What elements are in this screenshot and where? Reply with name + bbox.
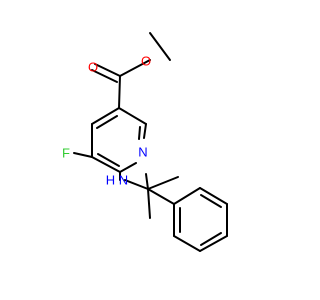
bond-carbonyl-double-a [94,63,121,77]
ring-bond-c6-n1 [119,162,137,173]
bond-cq-methyl-right [147,176,179,190]
atom-label-f: F [62,146,70,161]
atom-label-o-carbonyl: O [88,60,98,75]
ring-bond-n1-c2-inner [138,126,141,140]
bond-methyl-o [149,32,171,61]
bond-cq-methyl-up [145,173,149,190]
phenyl-bond-2 [199,187,228,205]
bond-cq-methyl-left [147,188,151,219]
phenyl-bond-4 [199,235,228,252]
phenyl-bond-4-inner [200,232,222,246]
structure-canvas: O O N F H N [62,32,228,252]
bond-o-carbonyl-c [119,59,151,77]
bond-carbonyl-double-b [91,69,118,83]
bond-c5-f [73,152,93,158]
atom-label-o-ester: O [141,54,151,69]
ring-bond-c3-c4 [91,107,120,125]
ring-bond-c5-c6-inner [97,153,120,167]
ring-bond-c5-c6 [91,156,121,173]
atom-label-n-ring: N [138,145,147,160]
phenyl-bond-5 [173,235,201,252]
bond-carbonyl-ring [118,75,121,109]
phenyl-bond-1 [173,187,201,205]
ring-bond-c2-c3 [118,107,147,125]
atom-label-nh: H N [106,173,128,188]
molecule-drawing: O O N F H N [62,32,228,252]
bond-nh-cq [124,179,149,190]
phenyl-bond-2-inner [200,194,222,208]
ring-bond-c3-c4-inner [96,115,118,129]
bond-cq-phenyl [147,188,175,205]
ring-bond-n1-c2 [143,123,147,139]
